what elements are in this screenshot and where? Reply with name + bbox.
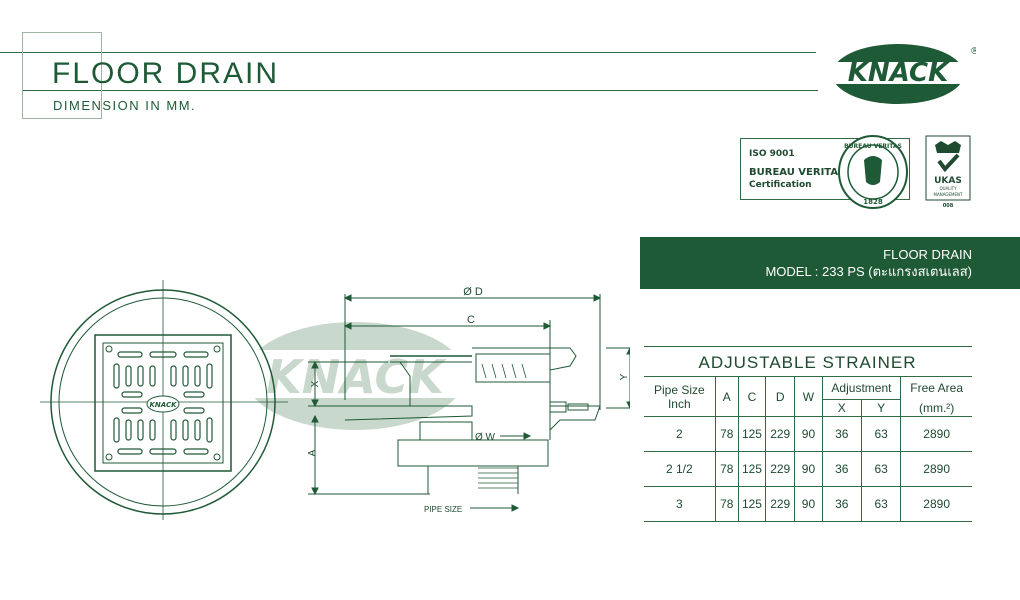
page-title: FLOOR DRAIN — [52, 57, 280, 90]
header-w: W — [794, 376, 823, 417]
strainer-logo: KNACK — [149, 401, 177, 409]
label-pipe-size: PIPE SIZE — [424, 505, 462, 514]
header-y: Y — [860, 399, 901, 417]
technical-drawing: KNACK — [40, 280, 630, 520]
mid-rule — [22, 90, 818, 91]
ukas-sub2: MANAGEMENT — [934, 192, 963, 197]
watermark-text: KNACK — [266, 350, 447, 404]
seal-text: BUREAU VERITAS — [844, 143, 902, 150]
model-line: MODEL : 233 PS (ตะแกรงสเตนเลส) — [765, 264, 972, 279]
label-y: Y — [619, 373, 630, 380]
ukas-code: 008 — [943, 203, 954, 209]
model-banner: FLOOR DRAIN MODEL : 233 PS (ตะแกรงสเตนเล… — [640, 237, 1020, 289]
ukas-sub1: QUALITY — [939, 186, 957, 191]
registered-mark: ® — [970, 46, 976, 57]
frame-top — [22, 32, 102, 33]
label-w: Ø W — [475, 432, 496, 443]
header-x: X — [821, 399, 862, 417]
watermark-logo: KNACK — [235, 322, 485, 430]
header-free-area: Free Area — [900, 376, 972, 400]
table-top-rule — [644, 346, 972, 347]
table-row: 2 1/2 78 125 229 90 36 63 2890 — [644, 451, 972, 487]
ukas-mark: UKAS QUALITY MANAGEMENT 008 — [925, 135, 971, 209]
plan-view — [40, 280, 288, 520]
frame-right — [101, 32, 102, 119]
header-a: A — [714, 376, 739, 417]
bottom-rule — [22, 118, 102, 119]
table-row: 2 78 125 229 90 36 63 2890 — [644, 416, 972, 452]
certifier-name: BUREAU VERITAS — [749, 167, 846, 178]
bureau-veritas-seal: BUREAU VERITAS 1828 — [838, 135, 908, 209]
section-view — [308, 294, 630, 512]
brand-logo: KNACK ® — [826, 44, 976, 104]
certification-box: ISO 9001 BUREAU VERITAS Certification — [740, 138, 910, 200]
table-title: ADJUSTABLE STRAINER — [698, 353, 917, 372]
table-row: 3 78 125 229 90 36 63 2890 — [644, 486, 972, 522]
frame-left — [22, 32, 23, 119]
label-c: C — [467, 314, 475, 326]
seal-figure-icon — [864, 156, 882, 185]
tick-icon — [937, 153, 960, 173]
iso-label: ISO 9001 — [749, 149, 795, 159]
brand-logo-text: KNACK — [848, 58, 950, 88]
page-subtitle: DIMENSION IN MM. — [53, 98, 197, 113]
header-adjustment: Adjustment — [821, 376, 901, 400]
seal-year: 1828 — [863, 198, 883, 206]
spec-table: Pipe Size Inch A C D W Adjustment Free A… — [644, 376, 972, 522]
top-rule — [0, 52, 816, 53]
crown-icon — [935, 141, 961, 153]
ukas-text: UKAS — [934, 176, 962, 186]
label-a: A — [307, 449, 318, 456]
certification-label: Certification — [749, 180, 812, 190]
header-c: C — [737, 376, 766, 417]
header-d: D — [765, 376, 795, 417]
header-free-area-unit: (mm.²) — [900, 399, 972, 417]
header-pipe-size: Pipe Size Inch — [644, 376, 716, 417]
model-product: FLOOR DRAIN — [883, 247, 972, 262]
label-diameter-d: Ø D — [463, 286, 483, 298]
label-x: X — [310, 380, 321, 387]
